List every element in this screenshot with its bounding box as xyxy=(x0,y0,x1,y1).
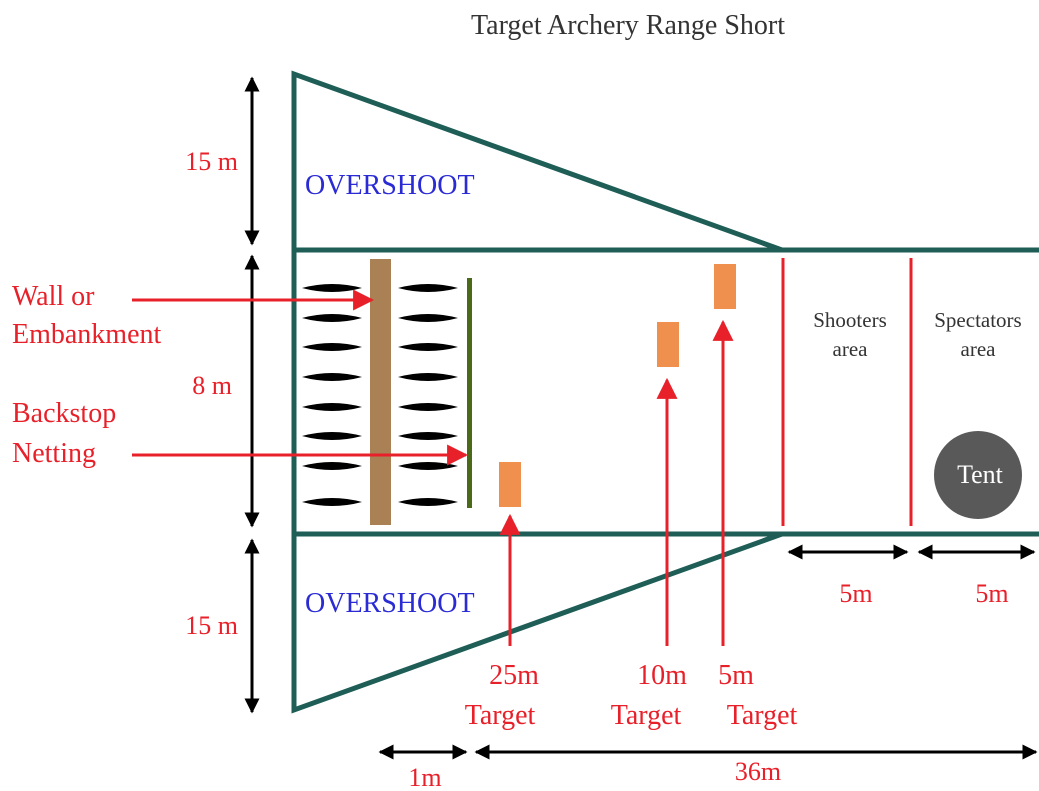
target-pointers xyxy=(499,319,734,646)
range-boundary xyxy=(291,70,1039,714)
tent-label: Tent xyxy=(957,460,1004,489)
arrow-spike-icon xyxy=(302,284,362,292)
arrow-spike-icon xyxy=(398,284,458,292)
dim-bottom-overshoot-label: 15 m xyxy=(185,611,238,640)
target-5m xyxy=(714,264,736,309)
diagram-title: Target Archery Range Short xyxy=(471,10,785,41)
shooters-area-label-line2: area xyxy=(833,337,869,361)
dim-shooters-label: 5m xyxy=(839,579,872,608)
overshoot-top-label: OVERSHOOT xyxy=(305,170,475,201)
spectators-area-label-line2: area xyxy=(961,337,997,361)
dim-spectators-label: 5m xyxy=(975,579,1008,608)
dim-range-width-label: 8 m xyxy=(192,371,232,400)
backstop-netting xyxy=(467,278,472,508)
wall-embankment xyxy=(370,259,391,525)
backstop-label-line1: Backstop xyxy=(12,398,116,429)
dim-range-length-label: 36m xyxy=(735,757,781,786)
overshoot-top-zone xyxy=(291,70,783,253)
target-25m xyxy=(499,462,521,507)
backstop-label-line2: Netting xyxy=(12,438,96,469)
target-5m-word: Target xyxy=(727,700,798,731)
target-10m-word: Target xyxy=(611,700,682,731)
dim-gap-label: 1m xyxy=(408,763,441,791)
wall-label-line2: Embankment xyxy=(12,319,162,350)
spectators-area-label-line1: Spectators xyxy=(934,308,1021,332)
target-25m-distance: 25m xyxy=(489,660,539,691)
wall-label-line1: Wall or xyxy=(12,281,95,312)
dim-top-overshoot-label: 15 m xyxy=(185,147,238,176)
target-5m-distance: 5m xyxy=(718,660,754,691)
tent-circle-icon xyxy=(934,431,1022,519)
target-10m xyxy=(657,322,679,367)
shooters-area-label-line1: Shooters xyxy=(813,308,887,332)
target-25m-word: Target xyxy=(465,700,536,731)
target-10m-distance: 10m xyxy=(637,660,687,691)
embankment-spikes xyxy=(302,284,458,506)
overshoot-bottom-label: OVERSHOOT xyxy=(305,588,475,619)
area-separators xyxy=(781,258,913,526)
